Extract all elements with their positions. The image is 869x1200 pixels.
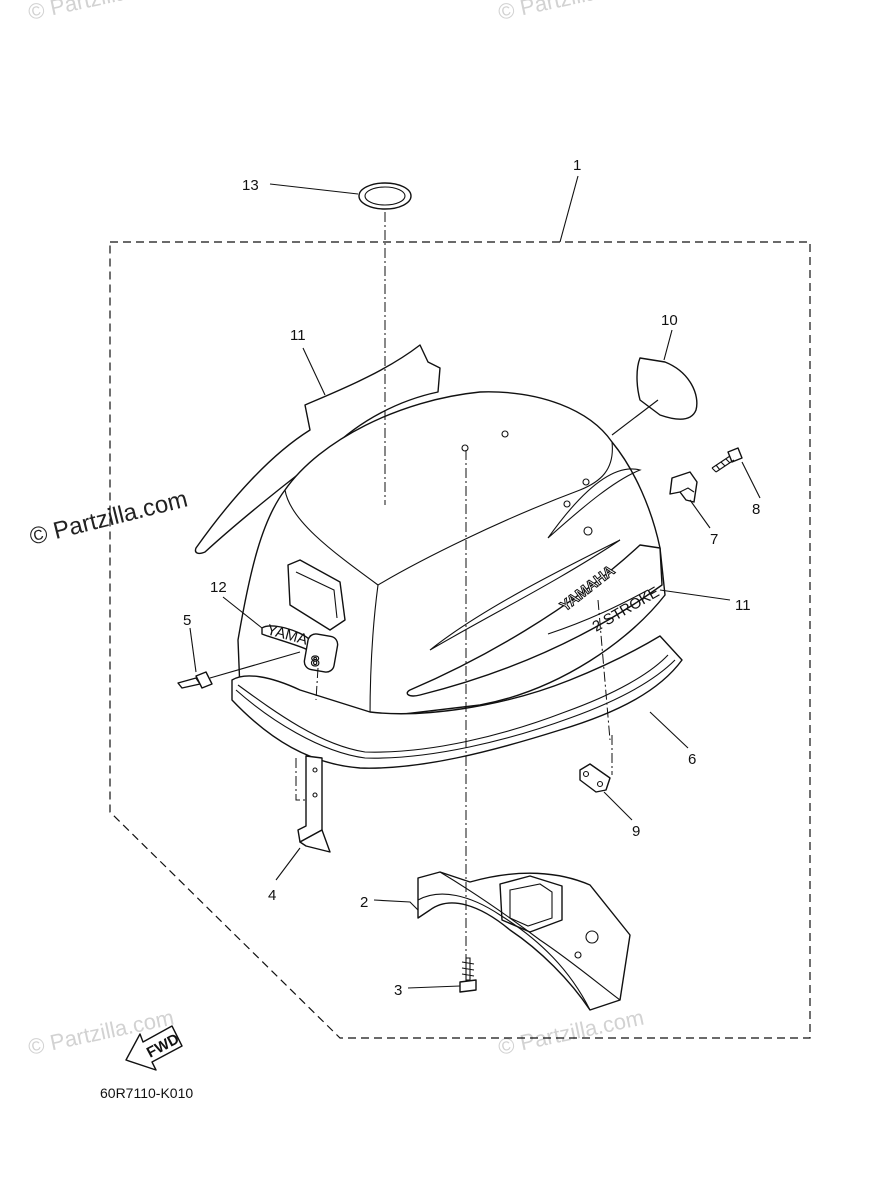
handle-2-hole [585, 930, 599, 944]
watermark-bottom-right: © Partzilla.com [496, 1005, 646, 1060]
leader-11a [302, 347, 326, 396]
callout-13: 13 [242, 177, 259, 194]
assembly-boundary [109, 241, 811, 1039]
cowling-handle-recess [287, 559, 346, 631]
watermark-top-left: © Partzilla.com [26, 0, 176, 25]
screw-3 [459, 957, 477, 993]
callout-1: 1 [573, 157, 581, 174]
leader-9 [603, 791, 633, 821]
axis-line-badge [315, 667, 319, 701]
callout-4: 4 [268, 887, 276, 904]
bracket-4-hole-b [312, 792, 318, 798]
retainer-9-hole-a [582, 770, 590, 778]
cowling-top-edge [284, 441, 613, 586]
leader-12 [222, 596, 263, 629]
leader-13 [269, 183, 359, 195]
plate-10 [636, 357, 698, 420]
handle-2-hole-small [574, 951, 582, 959]
callout-11-upper: 11 [290, 327, 306, 344]
decal-side-stripe [406, 544, 663, 697]
watermark-main: © Partzilla.com [27, 486, 190, 551]
bracket-4-hole-a [312, 767, 318, 773]
leader-11b [659, 589, 731, 601]
axis-line-decal [597, 599, 611, 741]
gasket-inner-line-2 [237, 654, 669, 753]
retainer-9 [579, 763, 611, 793]
bolt-8 [711, 447, 743, 473]
callout-5: 5 [183, 612, 191, 629]
callout-10: 10 [661, 312, 678, 329]
leader-5 [189, 627, 197, 673]
callout-8: 8 [752, 501, 760, 518]
handle-recess-inner [295, 571, 338, 619]
diagram-code: 60R7110-K010 [100, 1085, 193, 1101]
callout-6: 6 [688, 751, 696, 768]
callout-12: 12 [210, 579, 227, 596]
side-hole-1 [582, 478, 590, 486]
side-swoosh-mid [429, 539, 621, 651]
callout-11-side: 11 [735, 597, 751, 614]
leader-10b [611, 399, 659, 436]
side-swoosh-upper [547, 468, 642, 539]
badge-model-number: 8 [311, 653, 319, 670]
callout-7: 7 [710, 531, 718, 548]
side-hole-2 [563, 500, 571, 508]
rivet-5 [177, 671, 213, 689]
leader-10 [663, 329, 673, 361]
bracket-4 [297, 755, 323, 843]
callout-9: 9 [632, 823, 640, 840]
stripe-swoosh [547, 589, 649, 635]
clip-7 [669, 471, 698, 503]
cowling-corner-line [369, 584, 379, 719]
clip-7-detail [679, 487, 695, 493]
leader-4 [275, 847, 301, 881]
bracket-4-foot [299, 829, 331, 853]
watermark-top-right: © Partzilla.com [496, 0, 646, 25]
leader-5b [209, 651, 301, 679]
callout-2: 2 [360, 894, 368, 911]
gasket-inner-line [235, 659, 676, 759]
grommet-ring-inner [364, 186, 406, 206]
leader-2 [373, 899, 419, 911]
leader-1 [559, 175, 579, 243]
leader-8 [741, 461, 761, 499]
top-hole-2 [501, 430, 509, 438]
leader-7 [689, 499, 711, 529]
gasket-seal [231, 635, 683, 769]
leader-6 [649, 711, 689, 749]
leader-3 [407, 985, 461, 989]
side-hole-3 [583, 526, 593, 536]
decal-left-swoosh [194, 344, 441, 555]
retainer-9-hole-b [596, 780, 604, 788]
top-hole-1 [461, 444, 469, 452]
handle-2 [417, 871, 631, 1011]
callout-3: 3 [394, 982, 402, 999]
axis-line-left [295, 758, 306, 801]
